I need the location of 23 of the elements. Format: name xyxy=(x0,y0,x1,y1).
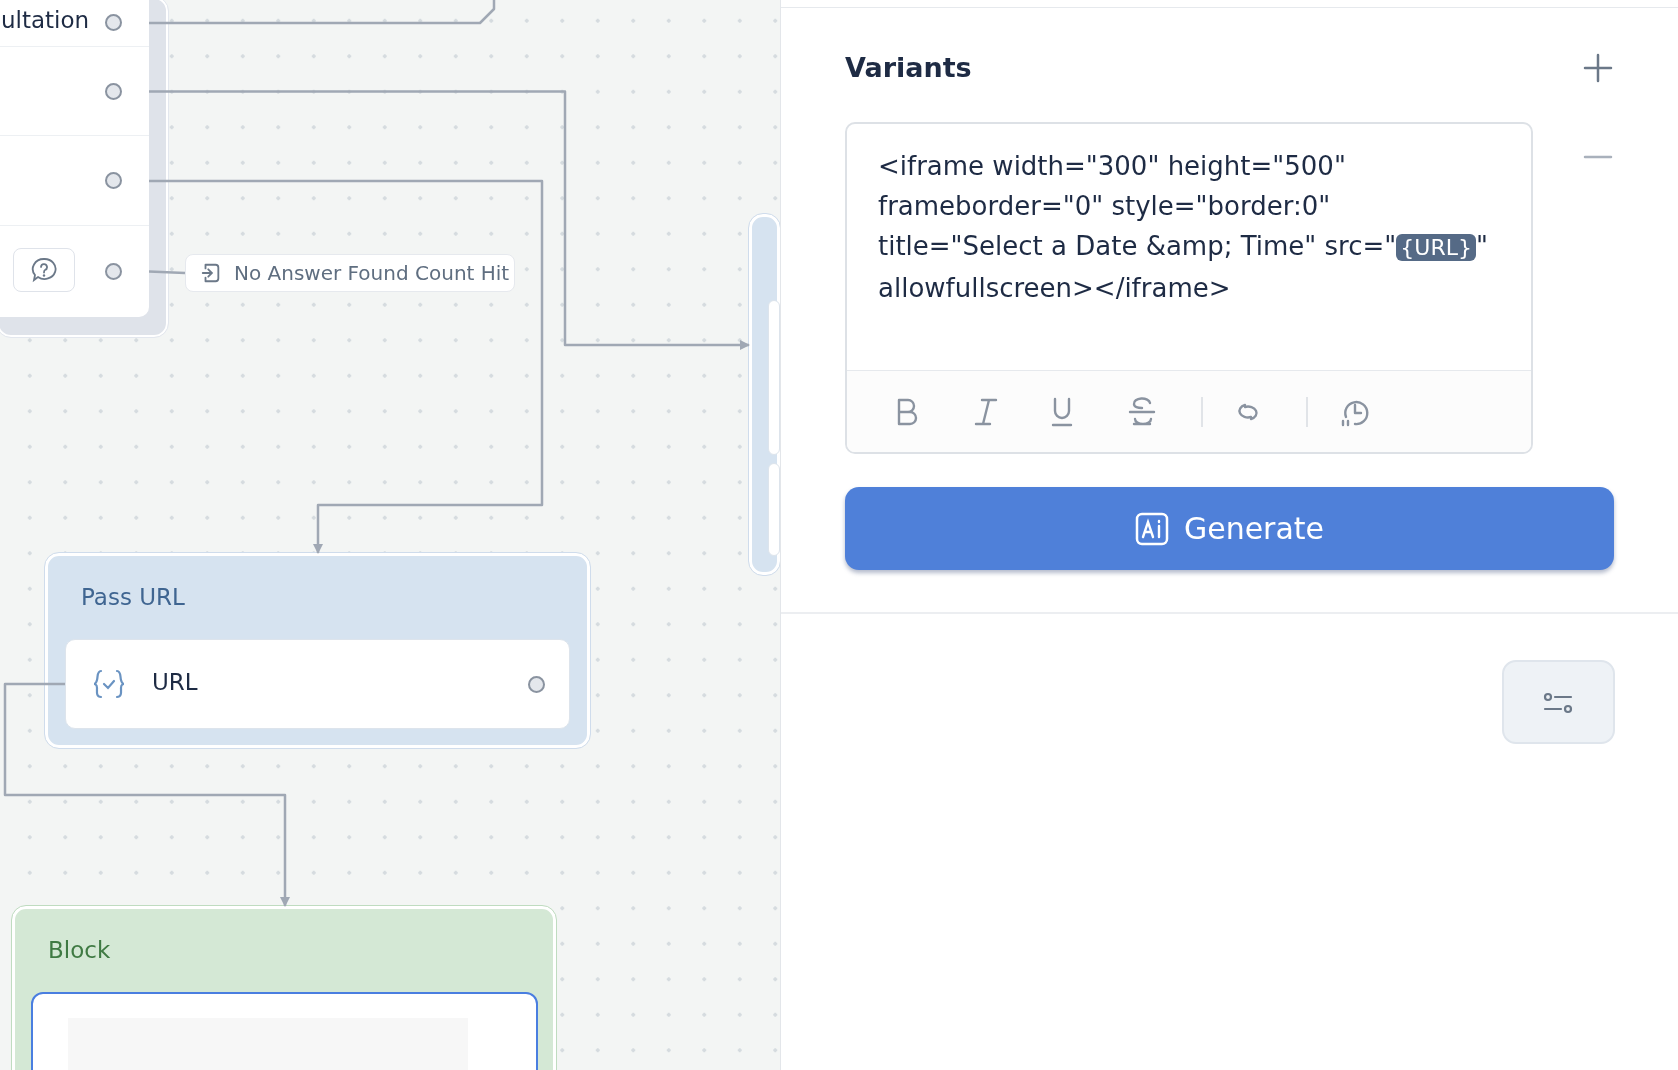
variable-name: URL xyxy=(152,669,198,695)
connector-arrow xyxy=(149,90,750,350)
path-label: No Answer Found Count Hit xyxy=(234,261,510,285)
block-card xyxy=(12,906,556,1070)
connector-arrow xyxy=(149,179,544,554)
connector-arrow xyxy=(3,682,290,907)
path-row xyxy=(0,0,149,47)
path-row xyxy=(0,226,149,317)
variable-step xyxy=(65,639,570,729)
block-card xyxy=(0,0,168,337)
generate-button: Generate xyxy=(845,487,1614,570)
block-title: Block xyxy=(48,937,111,963)
path-label-chip xyxy=(185,254,515,292)
step-card xyxy=(768,300,780,455)
block-title: Pass URL xyxy=(81,584,185,610)
block-card xyxy=(749,214,780,575)
code-text: <iframe width="300" height="500" frameborder="0" style="border:0" title="Select a Date &amp; Time" src="{URL}" allowfullscreen></iframe> xyxy=(878,150,1489,305)
path-row xyxy=(0,136,149,226)
section-heading: Variants xyxy=(845,52,972,83)
block-card xyxy=(45,553,590,748)
path-row xyxy=(0,47,149,136)
path-name: ultation xyxy=(1,7,90,33)
step-card xyxy=(768,463,780,556)
